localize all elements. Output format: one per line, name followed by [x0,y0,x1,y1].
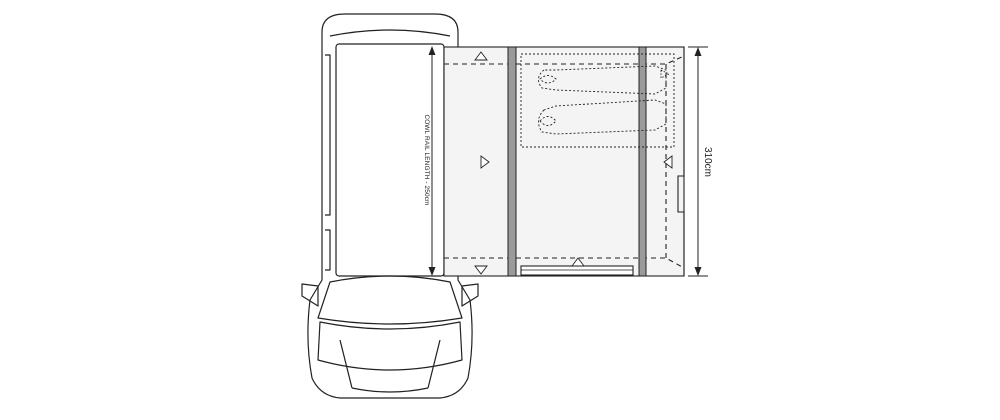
awning-tent [443,46,685,277]
door-arrow-bottom-mid [571,257,585,267]
air-pole-1 [507,46,517,277]
awning-right-wall [677,47,685,276]
van-window-left-1 [325,54,331,216]
door-arrow-left [480,155,490,169]
van-bonnet-crease-left [339,339,353,389]
awning-door-panel [520,265,634,276]
width-dimension [688,46,708,277]
awning-floor [443,46,685,277]
inner-tent-outline [520,53,675,148]
door-arrow-bottom-left [474,265,488,275]
door-arrows [474,51,673,275]
van-top-view [301,13,479,399]
van-rear-edge [329,29,451,37]
inner-tent [520,53,675,148]
van-mirror-left [301,283,319,307]
awning-inner-dashed [444,55,685,269]
air-poles [507,46,647,277]
van-mirror-right [461,283,479,307]
van-window-left-2 [325,229,331,271]
door-arrow-right [663,155,673,169]
van-bonnet-crease-right [427,339,441,389]
width-dimension-label: 310cm [702,147,713,177]
door-arrow-top-right [660,69,671,79]
van-body-outline [307,13,473,399]
cowl-rail-label: COWL RAIL LENGTH - 250cm [423,114,430,205]
air-pole-2 [638,46,647,277]
door-arrow-top [474,51,488,61]
van-bonnet [317,321,463,371]
sleeping-bag-1 [538,65,667,95]
cowl-rail-dimension [428,46,436,276]
sleeping-bag-2 [538,99,667,135]
van-grille [351,387,429,393]
van-windscreen [317,275,463,325]
